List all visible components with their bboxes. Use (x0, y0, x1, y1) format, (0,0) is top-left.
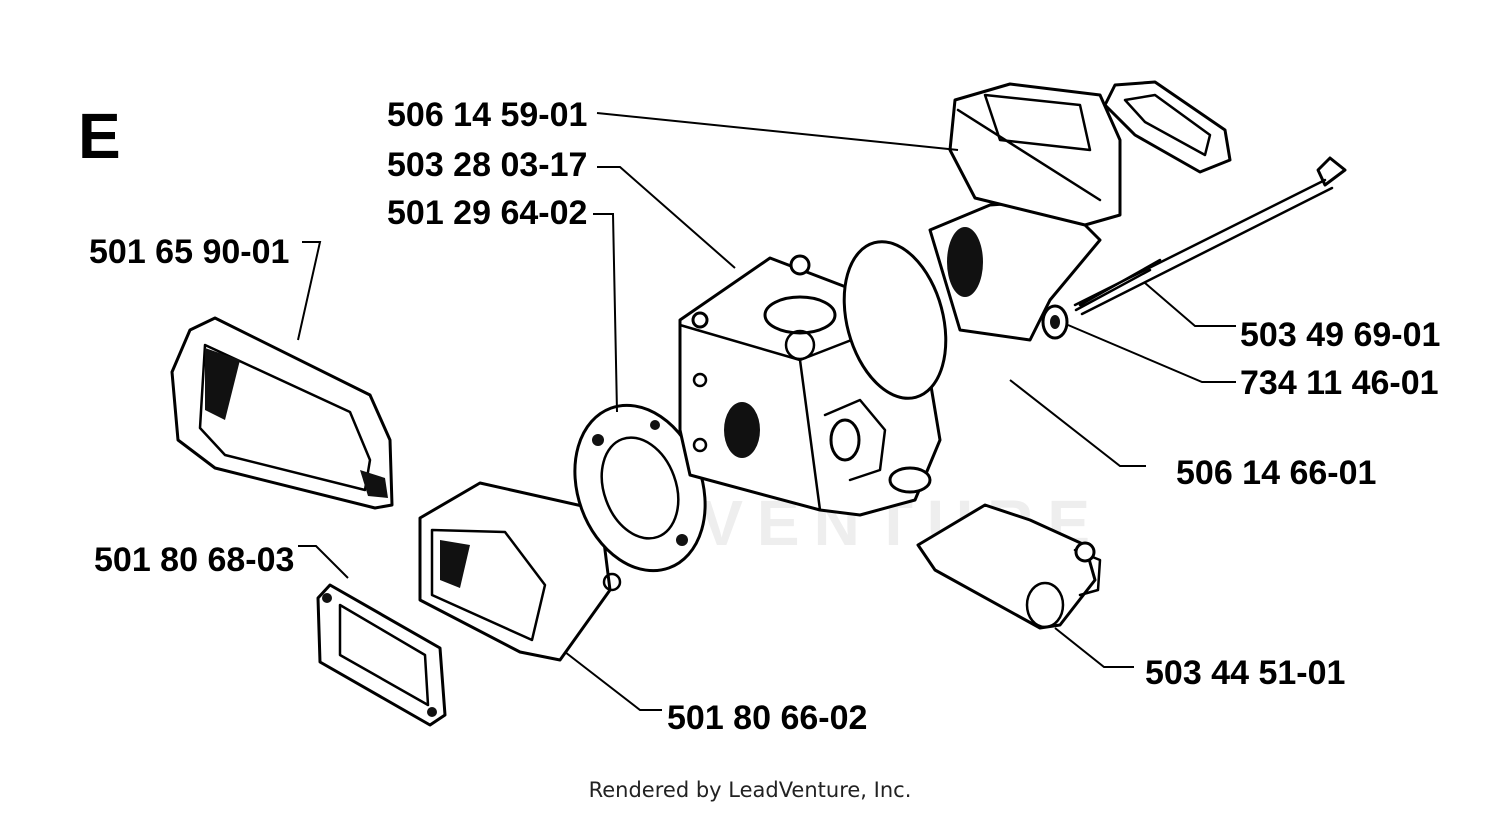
rubber-boot-drawing (948, 82, 1122, 227)
part-label-p10: 501 80 66-02 (667, 699, 867, 737)
part-label-p8: 501 80 68-03 (94, 541, 294, 579)
part-label-p4: 501 65 90-01 (89, 233, 289, 271)
part-label-p1: 506 14 59-01 (387, 96, 587, 134)
leader-line-p3 (593, 213, 618, 413)
part-label-p9: 503 44 51-01 (1145, 654, 1345, 692)
section-label: E (78, 100, 121, 172)
part-label-p7: 506 14 66-01 (1176, 454, 1376, 492)
leader-line-p8 (298, 545, 349, 579)
part-number-labels: 506 14 59-01 503 28 03-17 501 29 64-02 5… (89, 96, 1440, 737)
air-filter-housing-drawing (170, 316, 394, 510)
adapter-housing-drawing (418, 481, 622, 662)
part-label-p6: 734 11 46-01 (1240, 364, 1439, 402)
part-label-p2: 503 28 03-17 (387, 146, 587, 184)
leader-line-p7 (1009, 379, 1146, 467)
leader-line-p5 (1144, 282, 1236, 327)
leader-line-p4 (297, 241, 322, 341)
leader-line-p10 (564, 651, 662, 711)
long-screw-drawing (1073, 156, 1347, 316)
gasket-round-drawing (573, 403, 707, 573)
leader-line-p6 (1067, 324, 1236, 383)
oval-gasket-drawing (1103, 80, 1232, 174)
part-label-p5: 503 49 69-01 (1240, 316, 1440, 354)
leader-lines (297, 112, 1236, 711)
footer-credit: Rendered by LeadVenture, Inc. (589, 778, 912, 802)
leader-line-p2 (597, 166, 736, 269)
fuel-pump-drawing (916, 503, 1102, 630)
intake-elbow-drawing (842, 198, 1102, 400)
washer-drawing (1041, 304, 1069, 340)
part-label-p3: 501 29 64-02 (387, 194, 587, 232)
leader-line-p9 (1054, 627, 1134, 668)
leader-line-p1 (596, 112, 959, 151)
gasket-small-drawing (316, 583, 447, 727)
